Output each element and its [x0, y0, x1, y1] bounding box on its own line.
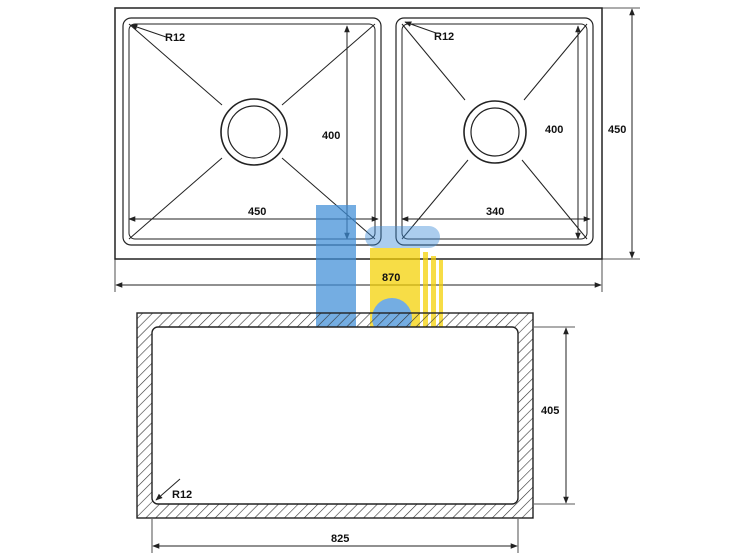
overall-width-label: 870 — [382, 272, 400, 284]
overall-height-label: 450 — [608, 124, 626, 136]
left-bowl-height-label: 400 — [322, 130, 340, 142]
sink-outer-frame — [114, 7, 603, 260]
right-bowl-height-label: 400 — [545, 124, 563, 136]
left-bowl-width-label: 450 — [248, 206, 266, 218]
right-bowl-width-label: 340 — [486, 206, 504, 218]
cutout-width-label: 825 — [331, 533, 349, 545]
cutout-template: R12 405 825 — [136, 312, 575, 553]
right-bowl: R12 400 340 — [395, 17, 594, 246]
cutout-radius-label: R12 — [172, 489, 192, 501]
top-view: R12 400 450 R12 400 — [114, 7, 640, 292]
left-drain-icon — [220, 98, 288, 166]
right-bowl-radius-label: R12 — [434, 31, 454, 43]
cutout-opening — [151, 326, 519, 505]
cutout-height-label: 405 — [541, 405, 559, 417]
left-bowl-radius-label: R12 — [165, 32, 185, 44]
right-drain-icon — [463, 100, 527, 164]
left-bowl: R12 400 450 — [122, 17, 382, 246]
